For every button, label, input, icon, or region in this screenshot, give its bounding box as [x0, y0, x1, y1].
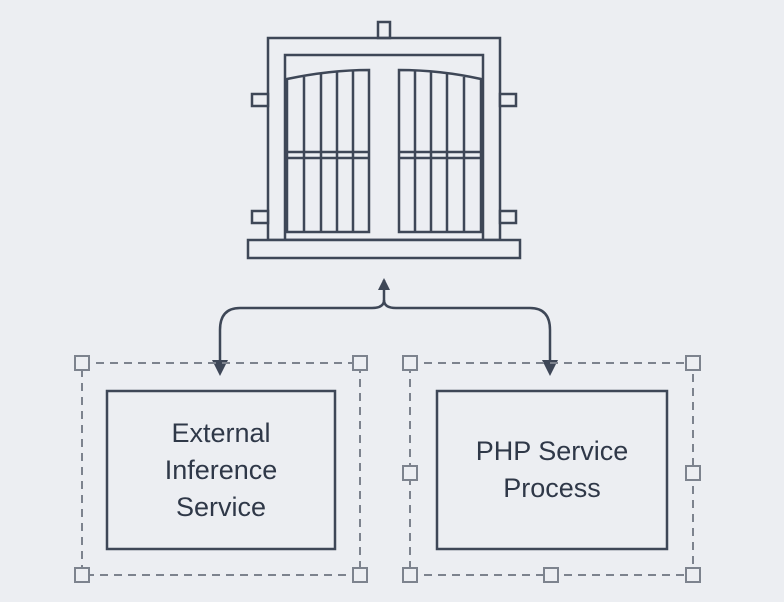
connectors: [212, 278, 558, 376]
connector-right: [382, 299, 552, 360]
handle-mr[interactable]: [685, 465, 701, 481]
handle-br[interactable]: [685, 567, 701, 583]
handle-ml[interactable]: [402, 465, 418, 481]
gate-top-post: [376, 20, 392, 40]
gate-icon: [246, 20, 522, 260]
node-box-right[interactable]: [435, 389, 669, 551]
gate-inner-frame: [283, 53, 485, 242]
right-selection-frame: [402, 355, 701, 583]
handle-br[interactable]: [352, 567, 368, 583]
node-label-php-service-process: PHP Service Process: [475, 436, 629, 503]
hinge-right-bottom: [498, 209, 518, 225]
handle-tr[interactable]: [685, 355, 701, 371]
gate-base: [246, 238, 522, 260]
gate-right-door: [397, 68, 483, 234]
hinge-left-top: [250, 92, 270, 108]
handle-bl[interactable]: [402, 567, 418, 583]
node-label-external-inference-service: External Inference Service: [164, 417, 278, 522]
connector-left: [218, 299, 386, 360]
handle-bl[interactable]: [74, 567, 90, 583]
node-box-left[interactable]: [105, 389, 337, 551]
arrow-up-head: [378, 278, 390, 290]
handle-tl[interactable]: [402, 355, 418, 371]
left-selection-frame: [74, 355, 368, 583]
hinge-left-bottom: [250, 209, 270, 225]
handle-tl[interactable]: [74, 355, 90, 371]
handle-tr[interactable]: [352, 355, 368, 371]
handle-bm[interactable]: [543, 567, 559, 583]
hinge-right-top: [498, 92, 518, 108]
